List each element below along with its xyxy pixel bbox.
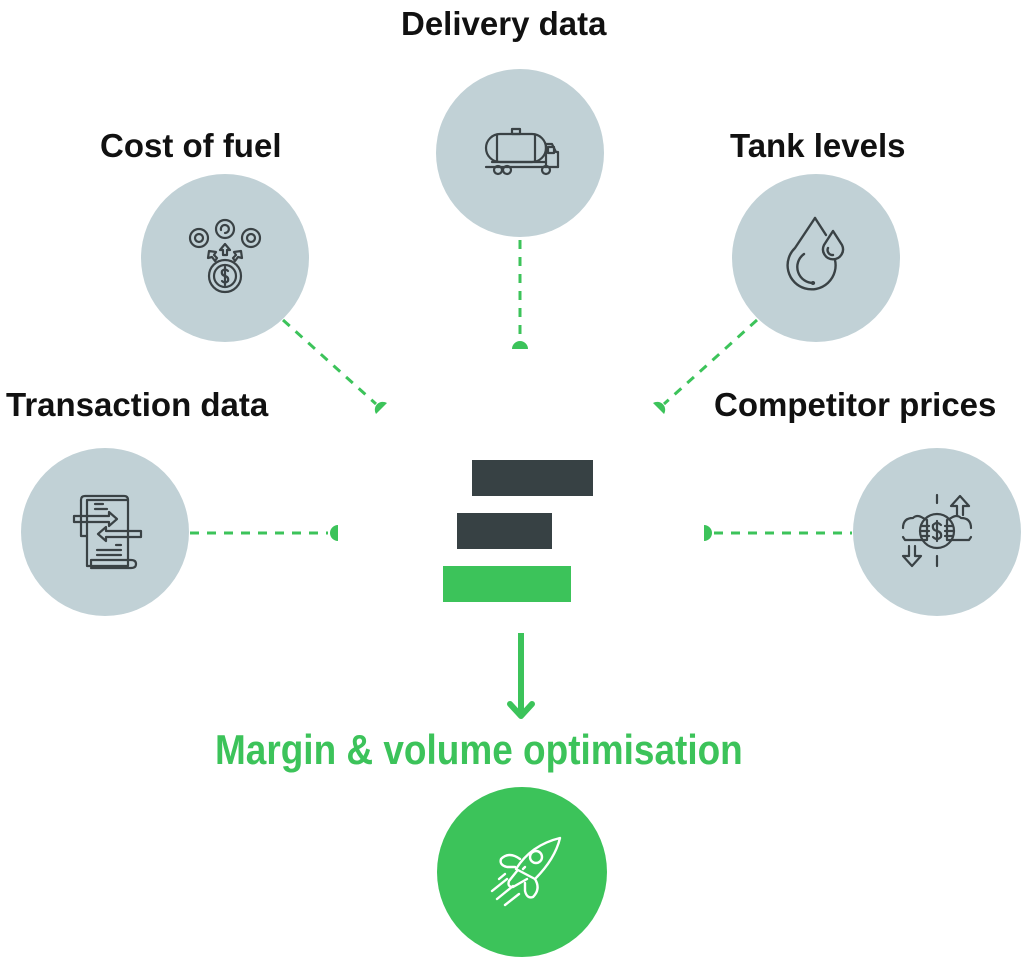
node-transaction <box>21 448 189 616</box>
bar-top <box>472 460 593 496</box>
label-delivery: Delivery data <box>401 5 607 42</box>
connector-end-transaction <box>330 525 338 541</box>
connector-end-tank <box>653 401 666 414</box>
hands-dollar-exchange-icon <box>901 493 973 568</box>
node-tank <box>732 174 900 342</box>
connector-cost <box>281 318 378 406</box>
rocket-icon <box>490 836 562 907</box>
document-exchange-icon <box>72 494 143 570</box>
label-competitor: Competitor prices <box>714 386 997 423</box>
droplets-icon <box>786 216 845 291</box>
node-delivery <box>436 69 604 237</box>
connector-end-delivery <box>512 341 528 349</box>
coins-dollar-icon <box>188 218 262 294</box>
label-cost: Cost of fuel <box>100 127 282 164</box>
connector-end-competitor <box>704 525 712 541</box>
label-transaction: Transaction data <box>6 386 269 423</box>
node-cost <box>141 174 309 342</box>
node-competitor <box>853 448 1021 616</box>
connector-end-cost <box>374 401 387 414</box>
node-outcome <box>437 787 607 957</box>
outcome-title: Margin & volume optimisation <box>215 726 743 773</box>
tanker-truck-icon <box>484 127 560 176</box>
connector-tank <box>662 318 759 406</box>
bar-bottom <box>443 566 571 602</box>
stacked-bars-icon <box>443 460 593 602</box>
bar-middle <box>457 513 552 549</box>
label-tank: Tank levels <box>730 127 906 164</box>
arrow-down-icon <box>507 633 535 719</box>
